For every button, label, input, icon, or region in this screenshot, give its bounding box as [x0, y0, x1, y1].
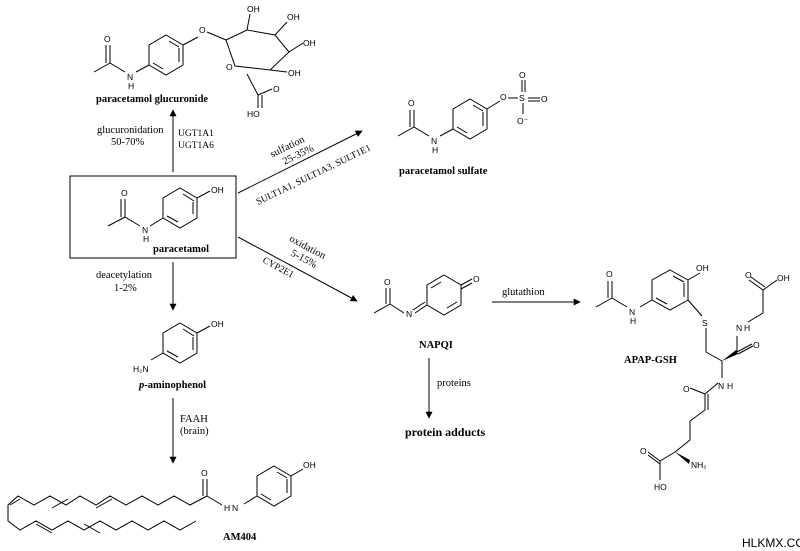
glucuronide-label: paracetamol glucuronide — [96, 94, 208, 105]
sulfur-label: S — [519, 93, 525, 103]
ugt1a6-label: UGT1A6 — [178, 141, 214, 151]
gsh-n1-label: N — [736, 323, 742, 333]
watermark: HLKMX.COM — [742, 536, 800, 550]
paracetamol-structure: OH N H O paracetamol — [69, 175, 237, 259]
napqi-o2-label: O — [384, 277, 391, 287]
am-h-label: H — [224, 503, 230, 513]
protein-adducts-label: protein adducts — [405, 425, 485, 439]
napqi-structure: O N O NAPQI — [373, 274, 480, 351]
am404-label: AM404 — [223, 532, 257, 543]
napqi-o-label: O — [473, 274, 480, 284]
napqi-label: NAPQI — [419, 340, 453, 351]
paracetamol-label: paracetamol — [153, 244, 209, 255]
gsh-o5-label: O — [606, 269, 613, 279]
h-label: H — [143, 234, 149, 244]
gsh-n2-label: N — [718, 381, 724, 391]
sulf-o-label: O — [408, 98, 415, 108]
glucuronide-structure: O O OH OH OH OH O HO N H O paracetamol g… — [93, 4, 316, 119]
nh-label: N — [142, 225, 148, 235]
gsh-h2-label: H — [727, 381, 733, 391]
gsh-s-label: S — [702, 318, 708, 328]
sulfate-label: paracetamol sulfate — [399, 166, 488, 177]
oh2-label: OH — [287, 12, 300, 22]
oh-label: OH — [211, 185, 224, 195]
proteins-label: proteins — [437, 378, 471, 389]
ho-label: HO — [247, 109, 260, 119]
glucuronidation-label: glucuronidation — [97, 125, 164, 136]
o-link-label: O — [199, 25, 206, 35]
oh1-label: OH — [247, 4, 260, 14]
gsh-h-label: H — [630, 316, 636, 326]
napqi-n-label: N — [406, 309, 412, 319]
gsh-o4-label: O — [640, 446, 647, 456]
sulf-h-label: H — [432, 145, 438, 155]
gsh-nh2-label: NH₂ — [691, 460, 707, 470]
sulfate-structure: O S O O O⁻ N H O paracetamol sulfate — [397, 70, 548, 177]
ring-o-label: O — [226, 62, 233, 72]
ugt1a1-label: UGT1A1 — [178, 129, 214, 139]
faah-label: FAAH — [180, 414, 208, 425]
gsh-oh2-label: OH — [777, 273, 790, 283]
brain-label: (brain) — [180, 426, 209, 437]
oh4-label: OH — [288, 68, 301, 78]
paracetamol-box — [69, 175, 237, 259]
gsh-ho-label: HO — [654, 482, 667, 492]
sulf-o-minus: O⁻ — [517, 116, 528, 126]
sulfation-arrow — [237, 130, 363, 194]
gluc-nh-label: N — [127, 72, 133, 82]
apap-gsh-label: APAP-GSH — [624, 355, 677, 366]
gsh-h1-label: H — [744, 323, 750, 333]
sulf-o-right: O — [541, 94, 548, 104]
am-oh-label: OH — [303, 460, 316, 470]
am-o-label: O — [201, 468, 208, 478]
cyp2e1-label: CYP2E1 — [261, 256, 296, 281]
glutathion-label: glutathion — [502, 287, 545, 298]
gsh-nh-label: N — [629, 307, 635, 317]
deacetylation-label: deacetylation — [96, 270, 153, 281]
sulf-nh-label: N — [431, 136, 437, 146]
gluc-h-label: H — [128, 81, 134, 91]
sulf-o-link: O — [500, 92, 507, 102]
gsh-oh-label: OH — [696, 263, 709, 273]
sulf-o-top: O — [519, 70, 526, 80]
am-n-label: N — [232, 503, 238, 513]
am404-structure: OH N H O AM404 — [7, 460, 316, 543]
gsh-o2-label: O — [745, 270, 752, 280]
gsh-o1-label: O — [753, 340, 760, 350]
oh3-label: OH — [303, 38, 316, 48]
deacetylation-percent: 1-2% — [114, 283, 137, 294]
oxidation-arrow — [237, 236, 358, 302]
gluc-o-label: O — [104, 34, 111, 44]
aminophenol-label: p-aminophenol — [138, 380, 206, 391]
o-label: O — [121, 188, 128, 198]
glucuronidation-percent: 50-70% — [111, 137, 144, 148]
carbonyl-o-label: O — [273, 84, 280, 94]
ap-h2n-label: H₂N — [133, 364, 149, 374]
gsh-o3-label: O — [683, 384, 690, 394]
aminophenol-structure: OH H₂N p-aminophenol — [133, 319, 224, 391]
apap-gsh-structure: OH S N H O N H O OH O NH₂ O — [595, 263, 790, 492]
ap-oh-label: OH — [211, 319, 224, 329]
